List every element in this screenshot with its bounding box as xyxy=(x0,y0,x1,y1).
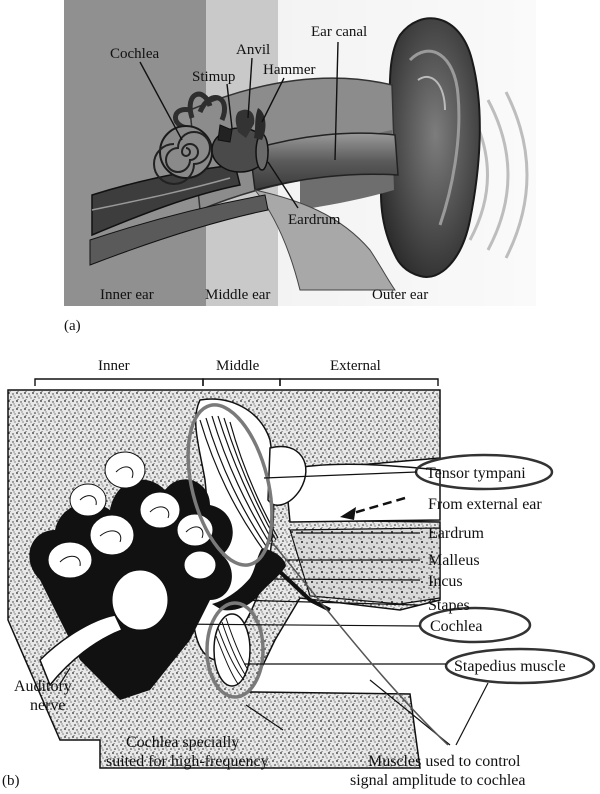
label-auditory-nerve-1: Auditory xyxy=(14,678,72,695)
label-ear-canal: Ear canal xyxy=(311,24,367,40)
stapedius-label-ring xyxy=(444,647,596,685)
tensor-tympani-highlight xyxy=(186,403,274,567)
panel-b: Inner Middle External xyxy=(2,358,596,789)
stirrup-shape xyxy=(217,124,233,143)
note-cochlea-1: Cochlea specially xyxy=(126,734,239,751)
label-incus: Incus xyxy=(428,573,463,590)
label-eardrum-b: Eardrum xyxy=(428,525,485,542)
note-cochlea-2: suited for high-frequency xyxy=(106,753,269,770)
label-stapes: Stapes xyxy=(428,597,470,614)
label-cochlea-b: Cochlea xyxy=(430,618,482,635)
region-outer-ear: Outer ear xyxy=(372,287,428,303)
eustachian-tube xyxy=(91,164,241,237)
cochlea-label-ring xyxy=(418,606,532,644)
auditory-nerve xyxy=(39,614,124,687)
region-middle: Middle xyxy=(216,358,260,374)
ossicle-chain xyxy=(212,548,286,611)
anvil-shape xyxy=(235,109,255,138)
region-inner-ear: Inner ear xyxy=(100,287,154,303)
ear-canal-shape xyxy=(249,132,399,191)
panel-a: Cochlea Anvil Stimup Hammer Ear canal Ea… xyxy=(64,0,536,334)
label-tensor-tympani: Tensor tympani xyxy=(426,465,526,482)
label-auditory-nerve-2: nerve xyxy=(30,697,66,714)
stapedius-highlight xyxy=(205,601,265,699)
label-stapedius-muscle: Stapedius muscle xyxy=(454,658,566,675)
hammer-shape xyxy=(254,108,266,140)
label-malleus: Malleus xyxy=(428,552,480,569)
label-anvil: Anvil xyxy=(236,42,270,58)
sound-direction-arrow xyxy=(340,496,406,520)
label-from-external-ear: From external ear xyxy=(428,496,542,513)
label-hammer: Hammer xyxy=(263,62,315,78)
region-external: External xyxy=(330,358,381,374)
panel-b-tag: (b) xyxy=(2,773,20,789)
note-muscles-2: signal amplitude to cochlea xyxy=(350,772,526,789)
note-muscles-1: Muscles used to control xyxy=(368,753,521,770)
stapedius-muscle xyxy=(213,613,251,687)
region-brackets xyxy=(34,378,439,386)
region-inner: Inner xyxy=(98,358,130,374)
panel-a-tag: (a) xyxy=(64,318,81,334)
region-middle-ear: Middle ear xyxy=(205,287,270,303)
label-stirrup: Stimup xyxy=(192,69,235,85)
label-eardrum-a: Eardrum xyxy=(288,212,341,228)
label-cochlea-a: Cochlea xyxy=(110,46,159,62)
cochlea-shape xyxy=(153,125,213,185)
